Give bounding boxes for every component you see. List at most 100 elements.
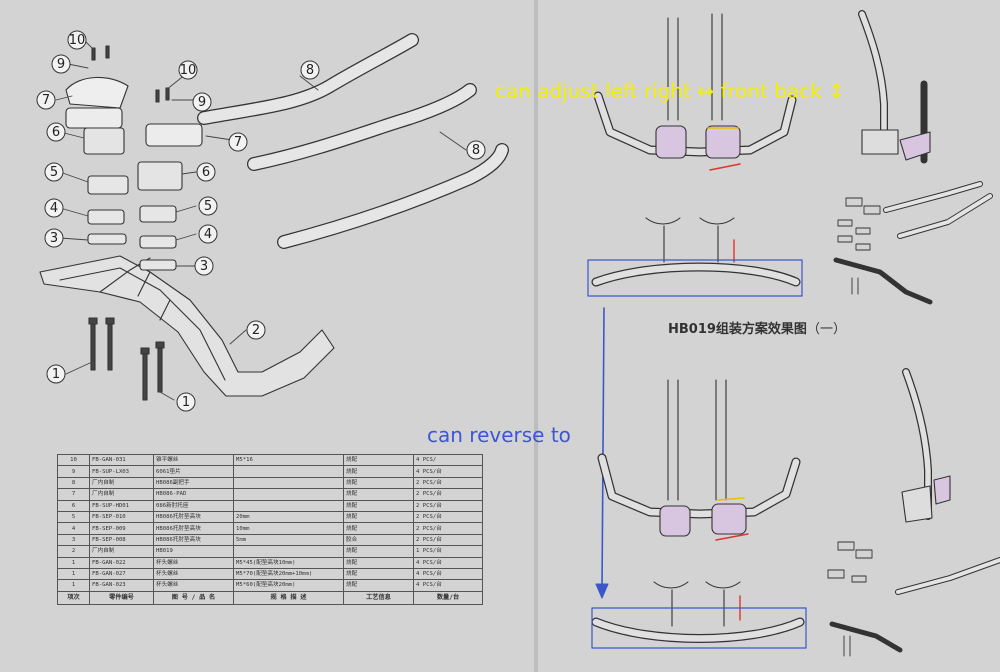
parts-table-cell: 2 PCS/台 — [413, 499, 483, 512]
callout-label: 7 — [42, 93, 50, 108]
callout-label: 4 — [50, 201, 58, 216]
parts-table-cell: 烧配 — [343, 522, 414, 535]
callout-9-3: 9 — [192, 92, 212, 112]
parts-table-cell: 9 — [57, 465, 90, 478]
callout-1-17: 1 — [46, 364, 66, 384]
panel-divider — [534, 0, 538, 672]
parts-table-cell: 杯头螺丝 — [153, 579, 234, 592]
parts-table-cell: HB086托肘垫高块 — [153, 510, 234, 524]
parts-table-cell: 烧配 — [343, 579, 414, 592]
side-view-top — [858, 10, 931, 164]
parts-table-cell: 烧配 — [343, 545, 414, 558]
callout-7-7: 7 — [228, 132, 248, 152]
screws-top — [91, 45, 170, 103]
caption-suffix: （一） — [806, 322, 846, 337]
assembled-view-top-front — [593, 13, 797, 171]
callout-label: 5 — [50, 165, 58, 180]
parts-table-header-cell: 规 格 描 述 — [233, 590, 344, 605]
parts-table-cell: 4 PCS/台 — [413, 556, 483, 569]
callout-label: 10 — [69, 33, 86, 48]
parts-table-cell: 锥平螺丝 — [153, 453, 234, 467]
parts-table-cell: FB-GAN-023 — [89, 579, 154, 592]
callout-10-0: 10 — [67, 30, 87, 50]
callout-4-12: 4 — [44, 198, 64, 218]
parts-table-cell: 2 PCS/台 — [413, 476, 483, 490]
callout-3-15: 3 — [194, 256, 214, 276]
parts-table-cell: 4 — [57, 522, 90, 535]
parts-table-cell: 烧配 — [343, 567, 414, 581]
parts-table-cell: 烧配 — [343, 488, 414, 501]
parts-table-cell: HB086托肘垫高块 — [153, 533, 234, 547]
extension-bar-middle — [247, 83, 477, 171]
parts-table-cell: M5*45(配垫高块10mm) — [233, 556, 344, 569]
reverse-note: can reverse to — [427, 423, 571, 447]
adjust-note: can adjust left right ↔ front back ↕ — [495, 79, 845, 103]
parts-table-header-cell: 零件编号 — [89, 590, 154, 605]
parts-table-cell: FB-GAN-031 — [89, 453, 154, 467]
callout-label: 1 — [182, 395, 190, 410]
spacer-stack-left — [65, 107, 129, 245]
parts-table-cell: 7 — [57, 488, 90, 501]
parts-table-cell: 烧配 — [343, 465, 414, 478]
side-view-bottom — [901, 368, 951, 523]
parts-table-cell: 1 — [57, 556, 90, 569]
parts-table-cell: FB-SEP-009 — [89, 522, 154, 535]
parts-table-cell: 杯头螺丝 — [153, 567, 234, 581]
reverse-arrow — [595, 307, 609, 599]
parts-table-cell: 10 — [57, 453, 90, 467]
extension-bar-upper — [197, 33, 419, 125]
exploded-view-small-bottom — [827, 541, 1000, 657]
parts-table-cell: HB086副把手 — [153, 476, 234, 490]
parts-table-header-cell: 项次 — [57, 590, 90, 605]
callout-5-10: 5 — [44, 162, 64, 182]
parts-table-cell: 2 PCS/台 — [413, 510, 483, 524]
callout-2-16: 2 — [246, 320, 266, 340]
parts-table-header-cell: 图 号 / 品 名 — [153, 590, 234, 605]
spacer-stack-right — [137, 123, 203, 271]
parts-table-cell — [233, 476, 344, 490]
parts-table-cell: 6 — [57, 499, 90, 512]
parts-table-cell: 4 PCS/台 — [413, 567, 483, 581]
callout-label: 7 — [234, 135, 242, 150]
parts-table-header-cell: 工艺信息 — [343, 590, 414, 605]
callout-1-18: 1 — [176, 392, 196, 412]
parts-table-cell: FB-SEP-010 — [89, 510, 154, 524]
callout-9-2: 9 — [51, 54, 71, 74]
callout-label: 3 — [50, 231, 58, 246]
parts-table-cell: 1 — [57, 579, 90, 592]
callout-label: 6 — [202, 165, 210, 180]
parts-table-cell: FB-GAN-022 — [89, 556, 154, 569]
parts-table-cell: 1 PCS/台 — [413, 545, 483, 558]
assembly-caption: HB019组装方案效果图（一） — [668, 318, 846, 337]
assembled-view-bottom-front — [597, 379, 801, 541]
parts-table-cell: 4 PCS/ — [413, 453, 483, 467]
callout-label: 2 — [252, 323, 260, 338]
parts-table-cell — [233, 499, 344, 512]
parts-table-header-cell: 数量/台 — [413, 590, 483, 605]
callout-7-6: 7 — [36, 90, 56, 110]
parts-table-cell: 3 — [57, 533, 90, 547]
parts-table-cell: 6061垫片 — [153, 465, 234, 478]
callout-label: 1 — [52, 367, 60, 382]
parts-table-cell: M5*16 — [233, 453, 344, 467]
bolts-right — [140, 341, 165, 401]
parts-table-cell: 烧配 — [343, 499, 414, 512]
callout-label: 6 — [52, 125, 60, 140]
parts-table-cell: 烧配 — [343, 453, 414, 467]
callout-label: 4 — [204, 227, 212, 242]
parts-table-cell: 5 — [57, 510, 90, 524]
callout-4-13: 4 — [198, 224, 218, 244]
callout-label: 9 — [57, 57, 65, 72]
